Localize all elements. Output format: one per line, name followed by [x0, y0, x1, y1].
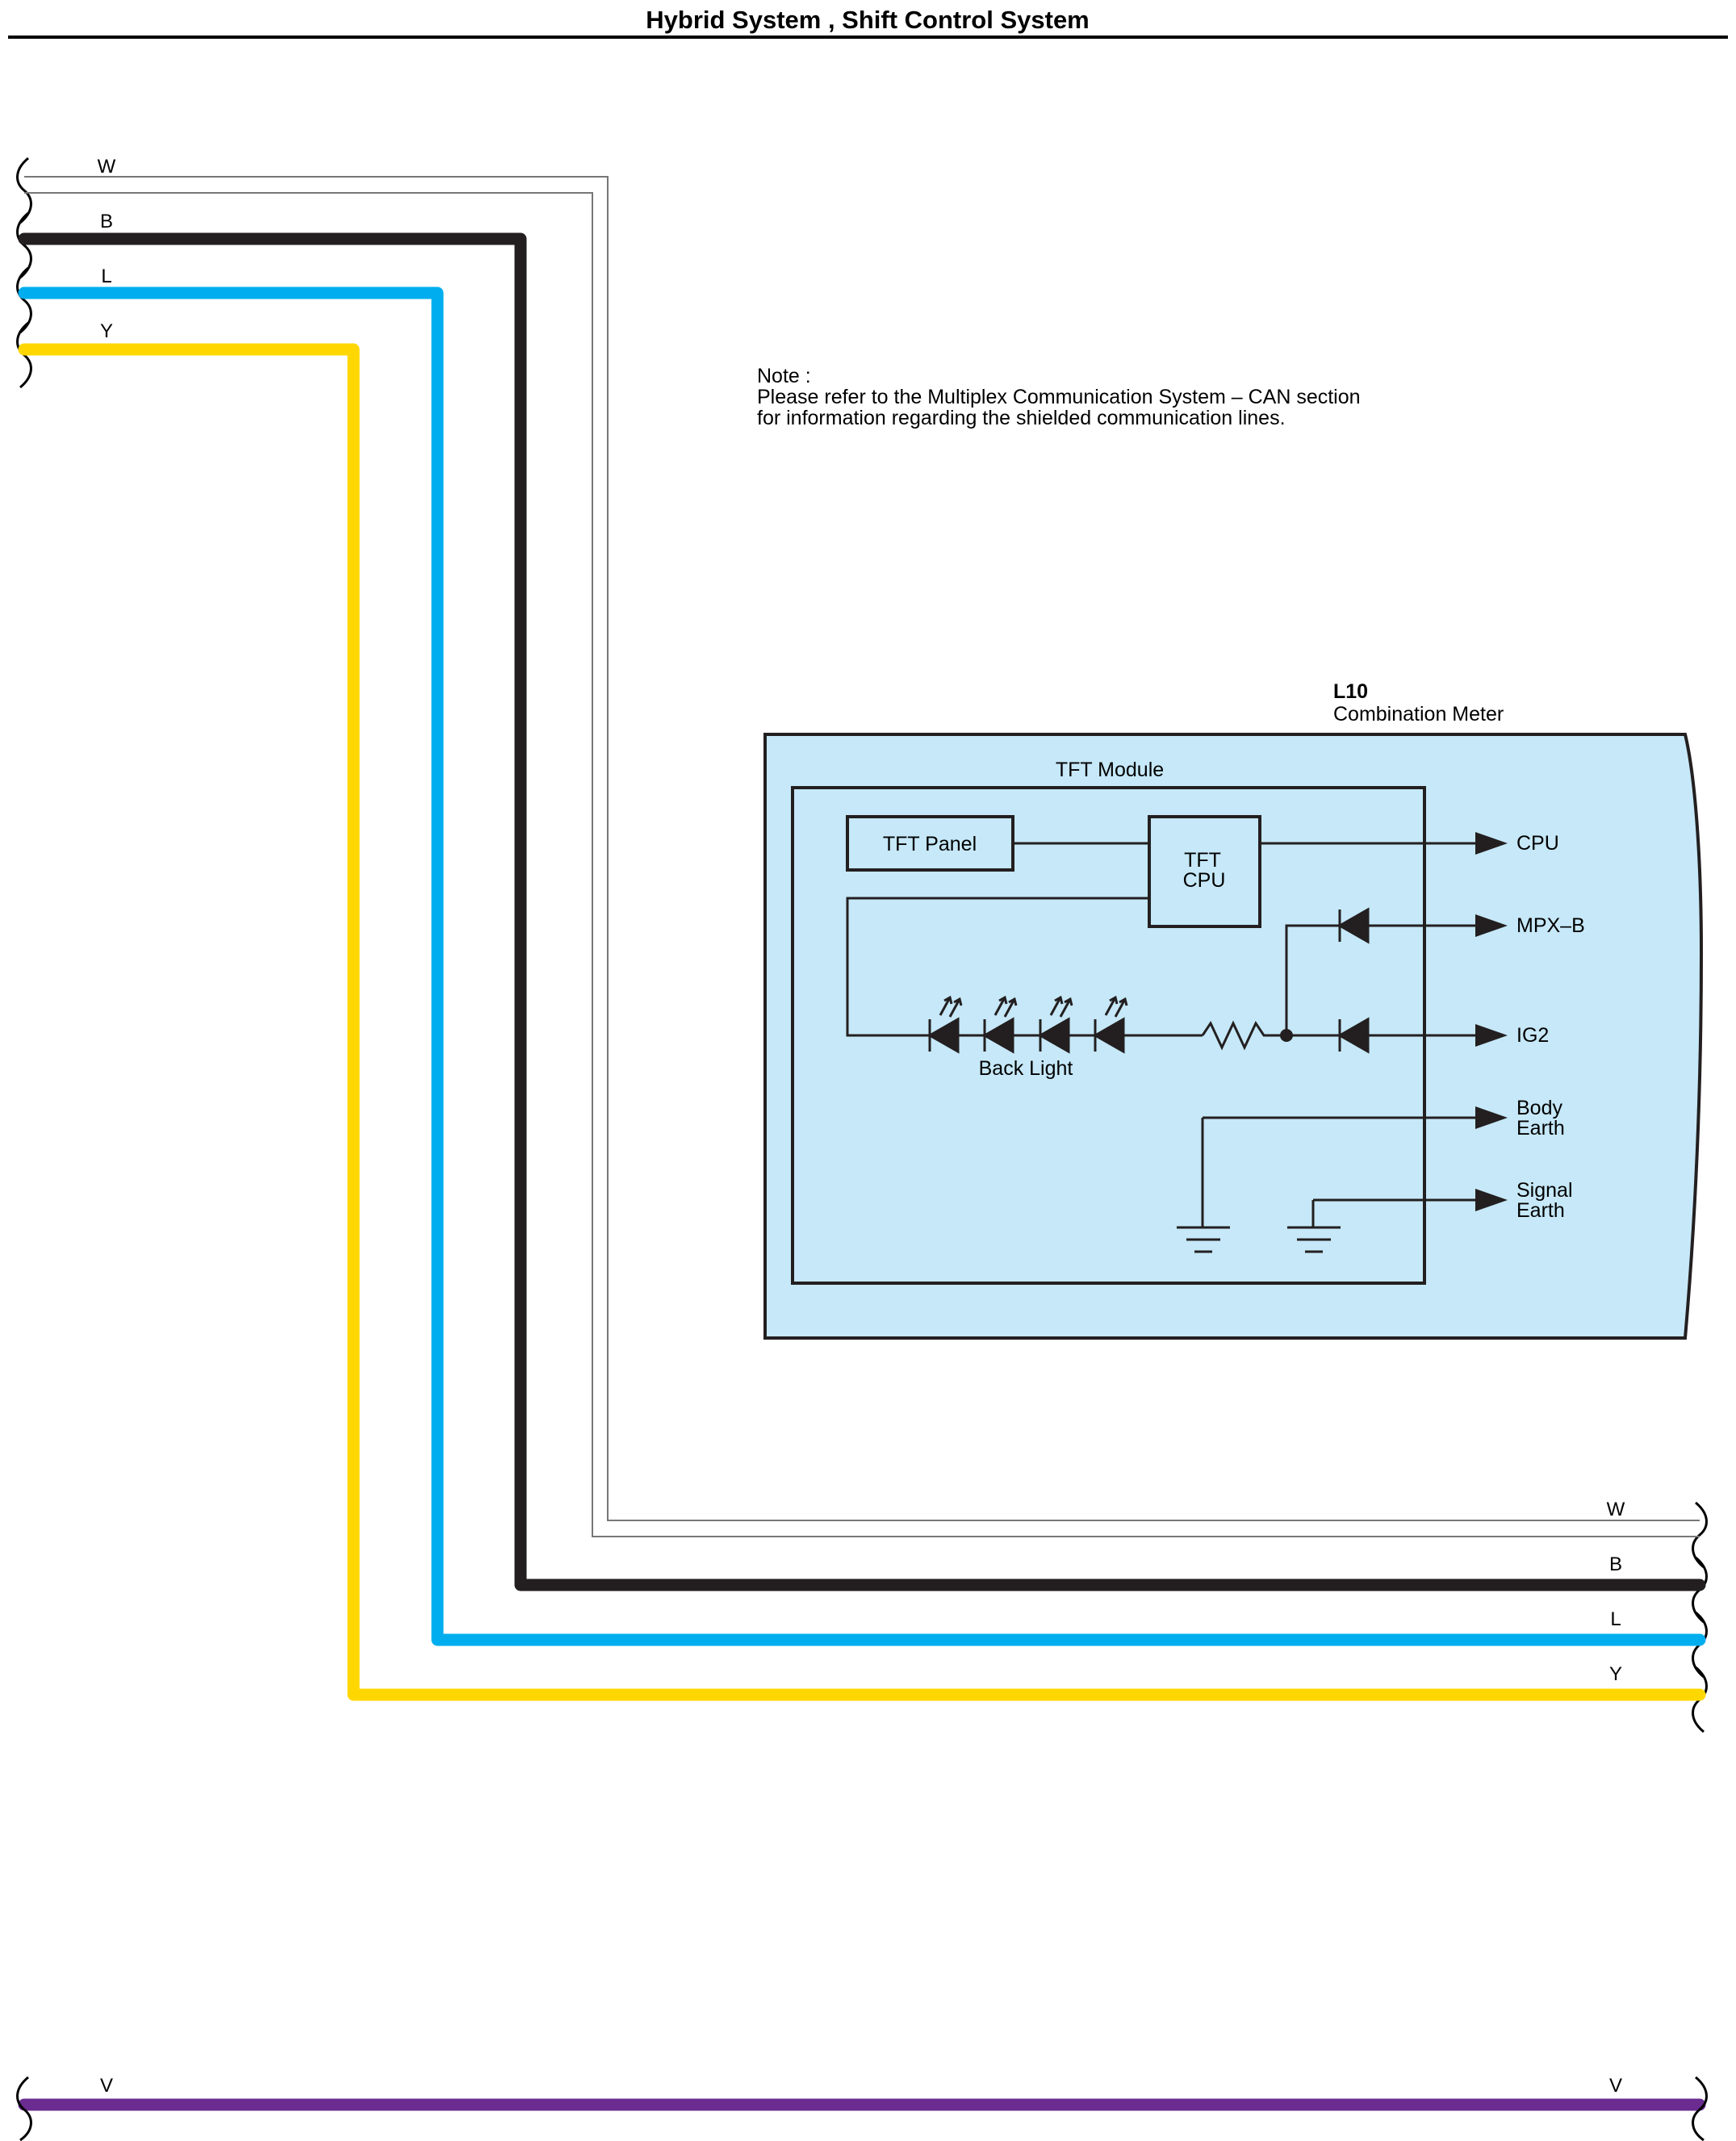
wire-label-b-left: B — [100, 211, 113, 232]
ground-symbols — [1177, 1226, 1341, 1253]
svg-text:Note :: Note : — [757, 365, 811, 387]
wire-label-v-left: V — [100, 2075, 113, 2097]
tft-module-label: TFT Module — [1056, 759, 1164, 781]
terminal-signal-earth-2: Earth — [1516, 1199, 1565, 1222]
terminal-body-earth-2: Earth — [1516, 1117, 1565, 1139]
wire-w — [24, 176, 1700, 1537]
tft-cpu-box — [1148, 815, 1261, 928]
wire-label-l-right: L — [1610, 1608, 1621, 1630]
terminal-ig2: IG2 — [1516, 1024, 1549, 1047]
note-block: Note : Please refer to the Multiplex Com… — [757, 365, 1361, 429]
v-wire-breaks — [16, 2076, 1708, 2141]
wire-label-l-left: L — [101, 266, 111, 287]
component-name: Combination Meter — [1333, 703, 1504, 726]
wire-l — [18, 286, 1706, 1646]
terminal-signal-earth-1: Signal — [1516, 1179, 1573, 1202]
wire-label-w-left: W — [98, 156, 116, 178]
tft-cpu-label-2: CPU — [1183, 869, 1226, 892]
tft-panel-label: TFT Panel — [883, 833, 977, 855]
wire-label-y-left: Y — [100, 320, 113, 342]
terminal-mpxb: MPX–B — [1516, 914, 1585, 937]
wire-label-v-right: V — [1609, 2075, 1622, 2097]
wire-y — [18, 343, 1706, 1701]
terminal-cpu: CPU — [1516, 832, 1559, 855]
diodes — [1337, 907, 1370, 1054]
backlight-leds — [927, 1017, 1125, 1054]
wire-label-y-right: Y — [1609, 1663, 1622, 1685]
page-title: Hybrid System , Shift Control System — [646, 6, 1090, 34]
wire-label-b-right: B — [1609, 1553, 1622, 1575]
terminal-body-earth-1: Body — [1516, 1097, 1562, 1119]
component-code: L10 — [1333, 680, 1368, 703]
backlight-label: Back Light — [979, 1057, 1073, 1080]
led-emission-arrows — [939, 995, 1128, 1018]
wire-label-w-right: W — [1607, 1499, 1625, 1520]
junction-dot — [1280, 1029, 1293, 1042]
terminal-arrows — [1475, 832, 1508, 1211]
combination-meter-box — [763, 733, 1704, 1340]
wire-b — [18, 232, 1706, 1591]
svg-text:for information regarding the: for information regarding the shielded c… — [757, 407, 1286, 429]
tft-cpu-label-1: TFT — [1184, 849, 1221, 872]
svg-text:Please refer to the Multiplex: Please refer to the Multiplex Communicat… — [757, 386, 1361, 408]
